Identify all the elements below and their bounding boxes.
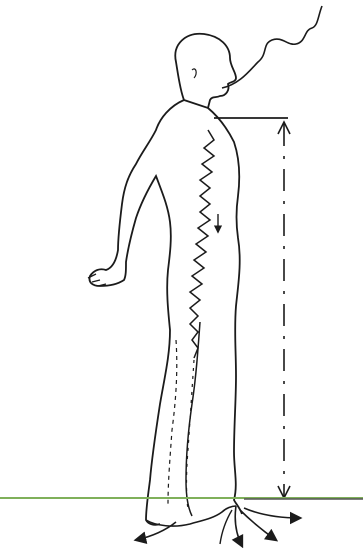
body-front-outline [208,108,242,514]
root-arrow-right [240,510,276,540]
spine-zigzag [190,130,214,358]
head [175,34,236,108]
root-arrow-far-right [244,508,300,518]
inner-leg-line [186,322,200,516]
leg-seam [168,340,177,504]
feet [146,506,236,526]
root-arrow-inner [220,510,232,544]
thread-line [222,6,322,88]
ear [192,69,196,78]
